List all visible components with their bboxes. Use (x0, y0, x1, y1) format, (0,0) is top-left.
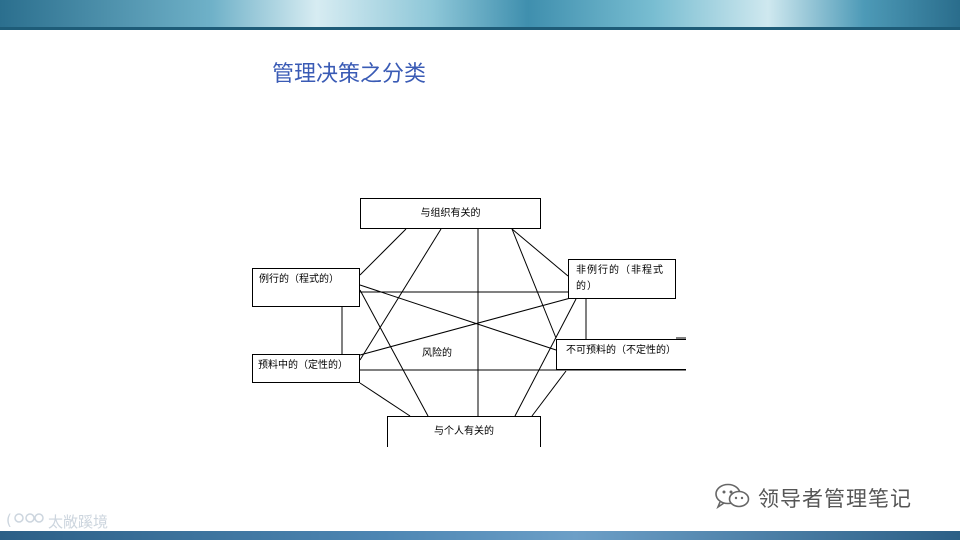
node-label: 非例行的（非程式的） (576, 265, 664, 292)
node-label: 预料中的（定性的） (258, 360, 348, 371)
center-label: 风险的 (422, 348, 452, 359)
connector-line (359, 289, 429, 417)
node-organization: 与组织有关的 (360, 198, 541, 229)
camera-icon: ( (6, 510, 44, 532)
connector-line (359, 382, 411, 417)
connector-line (359, 228, 442, 361)
connector-line (511, 228, 569, 277)
node-label: 与组织有关的 (420, 207, 481, 219)
watermark-text: 太敞蹊境 (48, 512, 109, 531)
connector-line (359, 228, 407, 276)
node-label: 例行的（程式的） (259, 274, 339, 285)
node-label: 与个人有关的 (434, 426, 494, 437)
top-banner (0, 0, 960, 30)
svg-text:(: ( (6, 511, 12, 528)
page-title: 管理决策之分类 (272, 62, 427, 87)
node-unpredictable: 不可预料的（不定性的） (556, 339, 686, 370)
connector-line (531, 370, 567, 417)
connector-line (514, 298, 577, 417)
wechat-icon (714, 483, 750, 513)
node-label: 不可预料的（不定性的） (566, 345, 676, 356)
node-individual: 与个人有关的 (387, 416, 541, 447)
node-predictable: 预料中的（定性的） (252, 354, 360, 383)
bottom-banner (0, 531, 960, 540)
connector-line (359, 284, 557, 351)
connector-line (359, 295, 579, 356)
node-routine: 例行的（程式的） (252, 268, 360, 307)
brand-text: 领导者管理笔记 (758, 487, 912, 511)
connector-line (511, 228, 557, 339)
node-non-routine: 非例行的（非程式的） (568, 259, 676, 299)
watermark: ( 太敞蹊境 (6, 510, 108, 532)
footer-brand: 领导者管理笔记 (714, 483, 912, 513)
